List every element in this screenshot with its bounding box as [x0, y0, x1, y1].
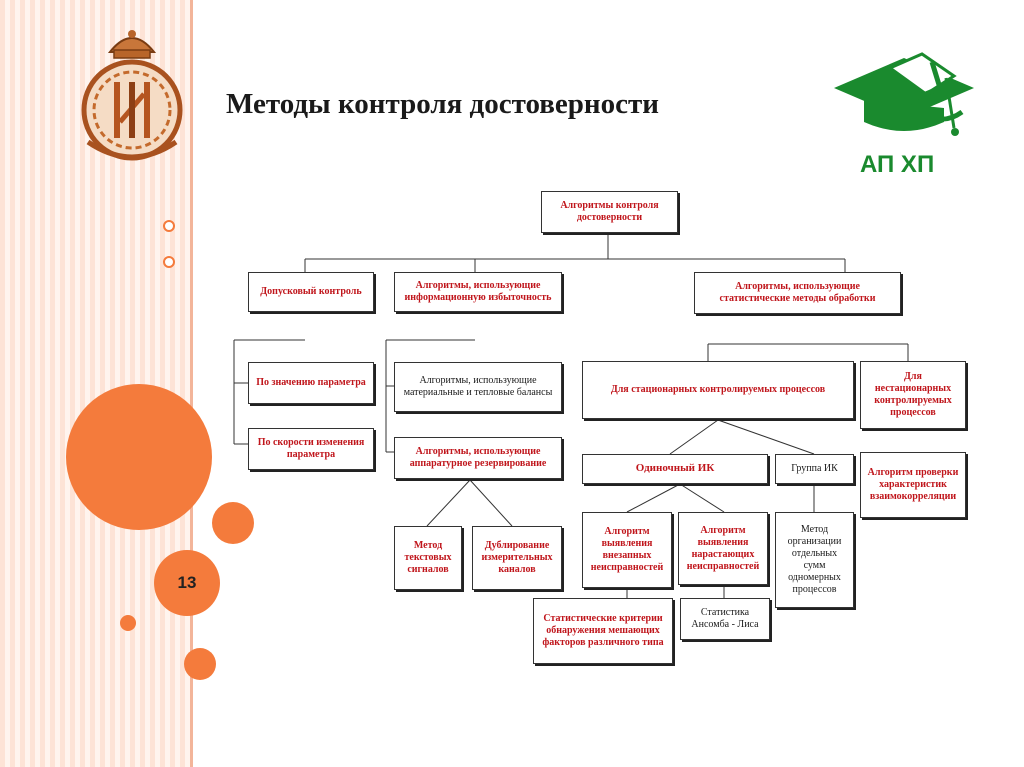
page-number: 13	[154, 550, 220, 616]
node-root: Алгоритмы контроля достоверности	[541, 191, 678, 233]
small-orange-circle	[184, 648, 216, 680]
node-info-redundancy: Алгоритмы, использующие информационную и…	[394, 272, 562, 312]
node-channel-duplication: Дублирование измерительных каналов	[472, 526, 562, 590]
logo-text: АП ХП	[860, 151, 934, 178]
node-nonstationary: Для нестационарных контролируемых процес…	[860, 361, 966, 429]
node-anscombe-stat: Статистика Ансомба - Лиса	[680, 598, 770, 640]
small-ring-bottom	[163, 256, 175, 268]
node-by-value: По значению параметра	[248, 362, 374, 404]
decorative-stripe-edge	[190, 0, 193, 767]
node-tolerance-control: Допусковый контроль	[248, 272, 374, 312]
node-by-rate: По скорости изменения параметра	[248, 428, 374, 470]
university-emblem-icon	[81, 30, 183, 161]
node-stat-criteria: Статистические критерии обнаружения меша…	[533, 598, 673, 664]
apkhp-logo-icon: АП ХП	[834, 52, 974, 178]
node-sum-method: Метод организации отдельных сумм одномер…	[775, 512, 854, 608]
node-growing-faults: Алгоритм выявления нарастающих неисправн…	[678, 512, 768, 585]
node-statistical-methods: Алгоритмы, использующие статистические м…	[694, 272, 901, 314]
small-ring-top	[163, 220, 175, 232]
node-sudden-faults: Алгоритм выявления внезапных неисправнос…	[582, 512, 672, 588]
node-single-mc: Одиночный ИК	[582, 454, 768, 484]
node-cross-correlation: Алгоритм проверки характеристик взаимоко…	[860, 452, 966, 518]
medium-orange-circle	[212, 502, 254, 544]
node-material-balance: Алгоритмы, использующие материальные и т…	[394, 362, 562, 412]
node-mc-group: Группа ИК	[775, 454, 854, 484]
large-orange-circle	[66, 384, 212, 530]
tiny-orange-circle	[120, 615, 136, 631]
node-test-signals: Метод текстовых сигналов	[394, 526, 462, 590]
slide-title: Методы контроля достоверности	[226, 88, 659, 120]
node-hw-redundancy: Алгоритмы, использующие аппаратурное рез…	[394, 437, 562, 479]
node-stationary: Для стационарных контролируемых процессо…	[582, 361, 854, 419]
